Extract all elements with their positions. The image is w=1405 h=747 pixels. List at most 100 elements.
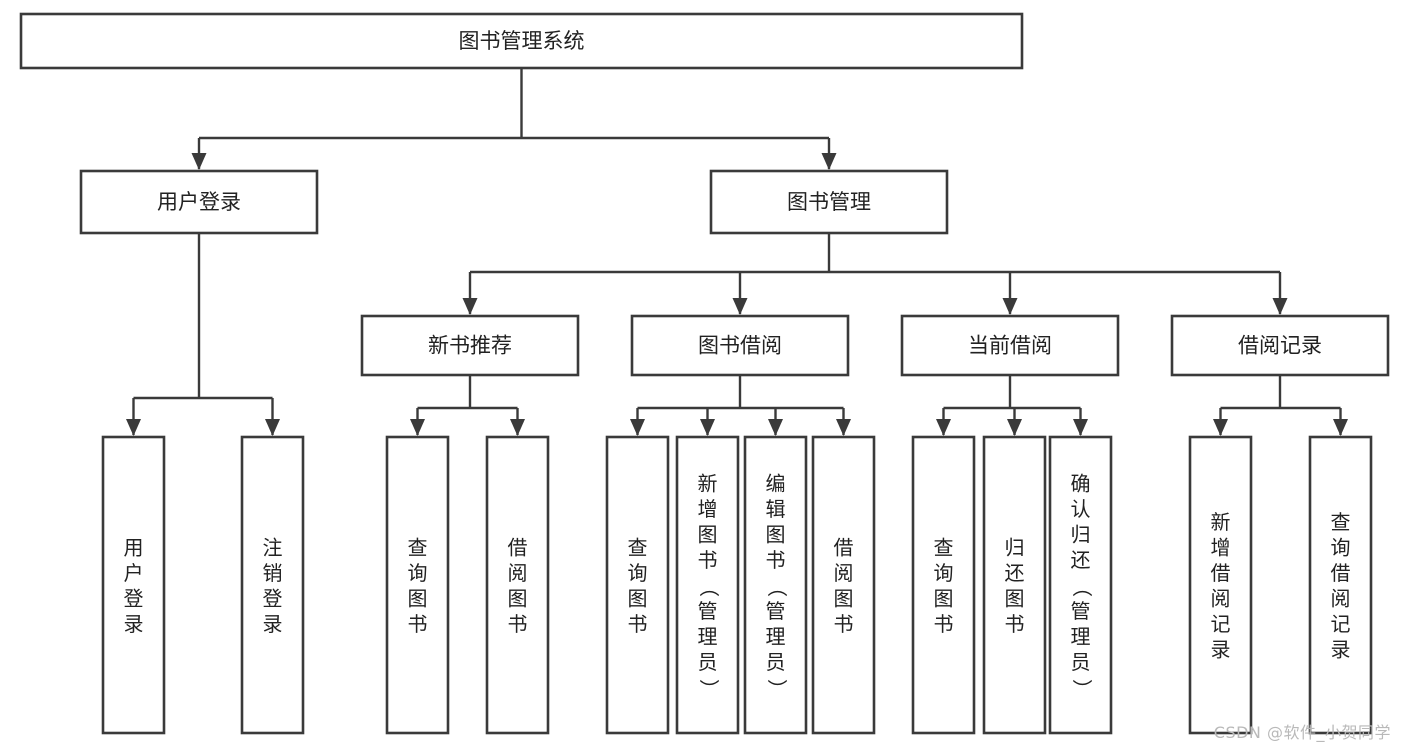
node-label-borrow-record: 借阅记录 [1238, 334, 1322, 358]
node-label-root: 图书管理系统 [459, 29, 585, 53]
node-label-leaf-query-book-1: 查 [408, 535, 428, 559]
node-box-leaf-add-book [675, 435, 740, 735]
node-label-leaf-add-book: 书 [698, 548, 718, 572]
node-label-leaf-borrow-book-1: 借 [508, 535, 528, 559]
node-label-leaf-query-record: 记 [1331, 612, 1351, 636]
node-label-leaf-confirm-return: 管 [1071, 599, 1091, 623]
node-layer: 图书管理系统用户登录图书管理新书推荐图书借阅当前借阅借阅记录用户登录注销登录查询… [19, 12, 1390, 735]
node-box-current-borrow [900, 314, 1120, 377]
node-box-leaf-confirm-return [1048, 435, 1113, 735]
node-box-borrow-record [1170, 314, 1390, 377]
node-label-leaf-confirm-return: ） [1070, 679, 1094, 699]
node-label-book-manage: 图书管理 [787, 190, 871, 214]
node-box-leaf-borrow-book-2 [811, 435, 876, 735]
node-label-leaf-add-book: 理 [698, 625, 718, 649]
node-label-book-borrow: 图书借阅 [698, 334, 782, 358]
node-box-leaf-return-book [982, 435, 1047, 735]
arrow-head-icon [768, 419, 783, 436]
node-box-user-login [79, 169, 319, 235]
node-label-leaf-query-book-1: 图 [408, 586, 428, 610]
node-book-manage[interactable]: 图书管理 [709, 169, 949, 235]
node-label-leaf-borrow-book-2: 阅 [834, 561, 854, 585]
arrow-head-icon [1002, 298, 1018, 315]
arrow-head-icon [191, 153, 207, 170]
node-label-leaf-query-book-3: 图 [934, 586, 954, 610]
node-borrow-record[interactable]: 借阅记录 [1170, 314, 1390, 377]
node-label-leaf-return-book: 还 [1005, 561, 1025, 585]
node-label-leaf-borrow-book-1: 书 [508, 612, 528, 636]
node-label-leaf-query-record: 查 [1331, 510, 1351, 534]
node-current-borrow[interactable]: 当前借阅 [900, 314, 1120, 377]
node-label-leaf-edit-book: 图 [766, 523, 786, 547]
node-label-leaf-add-record: 新 [1211, 510, 1231, 534]
arrow-head-icon [936, 419, 951, 436]
node-label-leaf-query-book-2: 图 [628, 586, 648, 610]
node-label-leaf-add-record: 阅 [1211, 586, 1231, 610]
node-label-leaf-return-book: 书 [1005, 612, 1025, 636]
node-box-leaf-user-logout [240, 435, 305, 735]
node-label-leaf-query-record: 询 [1331, 535, 1351, 559]
node-label-leaf-return-book: 归 [1005, 535, 1025, 559]
node-user-login[interactable]: 用户登录 [79, 169, 319, 235]
node-box-leaf-user-login [101, 435, 166, 735]
arrow-head-icon [630, 419, 645, 436]
node-label-leaf-query-record: 借 [1331, 561, 1351, 585]
node-label-leaf-return-book: 图 [1005, 586, 1025, 610]
arrow-head-icon [510, 419, 525, 436]
node-label-leaf-user-login: 登 [124, 586, 144, 610]
node-label-leaf-add-record: 借 [1211, 561, 1231, 585]
node-box-leaf-query-record [1308, 435, 1373, 735]
arrow-head-icon [836, 419, 851, 436]
node-root[interactable]: 图书管理系统 [19, 12, 1024, 70]
node-label-leaf-user-logout: 销 [263, 561, 283, 585]
arrow-head-icon [700, 419, 715, 436]
node-label-leaf-user-login: 户 [124, 561, 144, 585]
connector-layer [126, 68, 1348, 436]
node-label-user-login: 用户登录 [157, 190, 241, 214]
node-label-leaf-query-book-3: 查 [934, 535, 954, 559]
node-leaf-user-login[interactable]: 用户登录 [101, 435, 166, 735]
node-new-book-recommend[interactable]: 新书推荐 [360, 314, 580, 377]
node-label-leaf-borrow-book-2: 借 [834, 535, 854, 559]
node-book-borrow[interactable]: 图书借阅 [630, 314, 850, 377]
node-label-leaf-borrow-book-1: 阅 [508, 561, 528, 585]
node-box-leaf-add-record [1188, 435, 1253, 735]
node-label-leaf-add-record: 录 [1211, 637, 1231, 661]
node-box-new-book-recommend [360, 314, 580, 377]
node-label-leaf-edit-book: 辑 [766, 497, 786, 521]
node-box-leaf-query-book-1 [385, 435, 450, 735]
watermark-text: CSDN @软件_小贺同学 [1213, 723, 1391, 742]
node-label-leaf-user-logout: 录 [263, 612, 283, 636]
node-label-leaf-confirm-return: 归 [1071, 523, 1091, 547]
node-label-leaf-confirm-return: 理 [1071, 625, 1091, 649]
node-label-new-book-recommend: 新书推荐 [428, 334, 512, 358]
arrow-head-icon [462, 298, 478, 315]
node-label-leaf-edit-book: ） [765, 679, 789, 699]
node-label-leaf-add-book: 新 [698, 472, 718, 496]
arrow-head-icon [732, 298, 748, 315]
node-box-leaf-borrow-book-1 [485, 435, 550, 735]
node-box-root [19, 12, 1024, 70]
node-box-book-manage [709, 169, 949, 235]
node-label-leaf-add-book: （ [697, 577, 721, 597]
node-label-leaf-query-book-1: 询 [408, 561, 428, 585]
node-label-leaf-edit-book: 书 [766, 548, 786, 572]
node-label-leaf-confirm-return: 确 [1071, 472, 1091, 496]
arrow-head-icon [410, 419, 425, 436]
node-label-leaf-borrow-book-2: 图 [834, 586, 854, 610]
node-label-leaf-confirm-return: 认 [1071, 497, 1091, 521]
